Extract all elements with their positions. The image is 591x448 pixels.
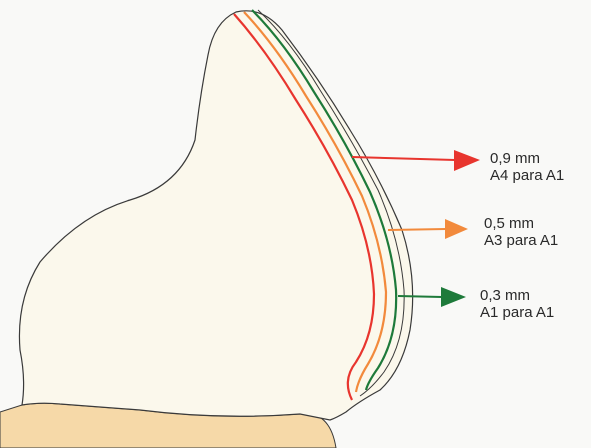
arrowhead-orange <box>445 219 468 239</box>
layer-thickness-green: 0,3 mm <box>480 287 554 304</box>
layer-thickness-orange: 0,5 mm <box>484 215 558 232</box>
layer-shades-green: A1 para A1 <box>480 304 554 321</box>
arrow-line-green <box>398 296 442 297</box>
layer-shades-red: A4 para A1 <box>490 167 564 184</box>
crown-outline <box>19 11 412 420</box>
layer-shades-orange: A3 para A1 <box>484 232 558 249</box>
layer-label-orange: 0,5 mm A3 para A1 <box>484 215 558 249</box>
arrowhead-red <box>454 150 480 171</box>
arrowhead-green <box>441 287 466 307</box>
arrow-line-orange <box>388 229 446 230</box>
layer-thickness-red: 0,9 mm <box>490 150 564 167</box>
layer-label-red: 0,9 mm A4 para A1 <box>490 150 564 184</box>
layer-label-green: 0,3 mm A1 para A1 <box>480 287 554 321</box>
